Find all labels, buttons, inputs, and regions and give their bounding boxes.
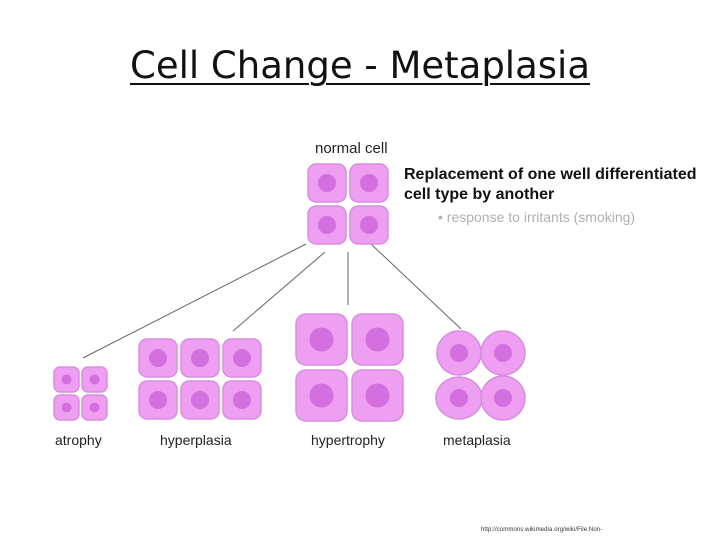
nucleus	[365, 327, 390, 352]
nucleus	[89, 402, 100, 413]
bullet-response: • response to irritants (smoking)	[438, 209, 636, 225]
connector-lines	[82, 243, 462, 359]
nucleus	[360, 174, 378, 192]
label-hypertrophy: hypertrophy	[311, 432, 385, 448]
nucleus	[191, 349, 209, 367]
nucleus	[450, 389, 468, 407]
slide-title: Cell Change - Metaplasia	[0, 44, 720, 87]
nucleus	[233, 349, 251, 367]
nucleus	[61, 374, 72, 385]
nucleus	[450, 344, 468, 362]
nucleus	[318, 216, 336, 234]
slide-title-text: Cell Change - Metaplasia	[130, 44, 590, 87]
nucleus	[318, 174, 336, 192]
cell-group-metaplasia	[435, 330, 526, 421]
source-link[interactable]: http://commons.wikimedia.org/wiki/File:N…	[481, 527, 603, 533]
label-atrophy: atrophy	[55, 432, 102, 448]
nucleus	[365, 383, 390, 408]
label-hyperplasia: hyperplasia	[160, 432, 232, 448]
label-metaplasia: metaplasia	[443, 432, 511, 448]
nucleus	[61, 402, 72, 413]
nucleus	[309, 383, 334, 408]
connector-line	[82, 243, 307, 359]
definition-text: Replacement of one well differentiated c…	[404, 166, 697, 203]
nucleus	[494, 344, 512, 362]
nucleus	[191, 391, 209, 409]
cell-group-atrophy	[53, 366, 108, 421]
nucleus	[494, 389, 512, 407]
connector-line	[370, 243, 462, 330]
nucleus	[149, 349, 167, 367]
nucleus	[233, 391, 251, 409]
nucleus	[360, 216, 378, 234]
nucleus	[89, 374, 100, 385]
label-normal-cell: normal cell	[315, 140, 388, 157]
cell-group-hyperplasia	[138, 338, 262, 420]
nucleus	[149, 391, 167, 409]
connector-line	[232, 251, 326, 332]
nucleus	[309, 327, 334, 352]
cell-group-hypertrophy	[295, 313, 404, 422]
cell-group-normal	[307, 163, 389, 245]
